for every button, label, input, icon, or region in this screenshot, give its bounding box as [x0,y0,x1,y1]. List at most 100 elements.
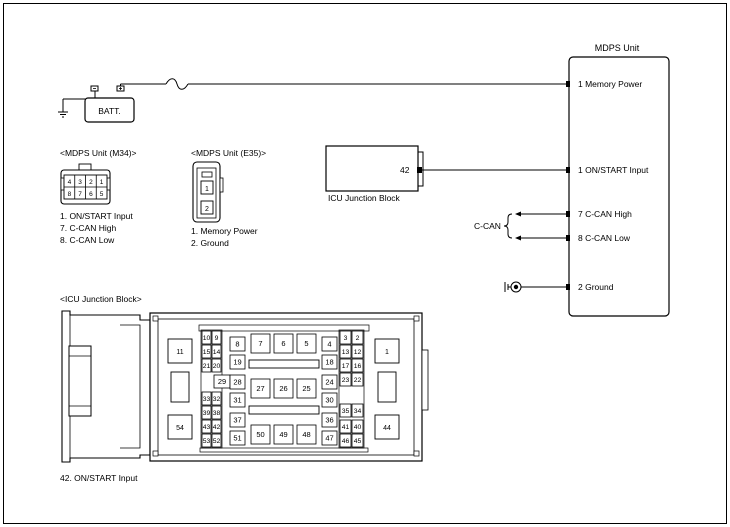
icu-pin-cavity [201,358,212,373]
icu-pin-label: 47 [325,434,333,443]
icu-pin-label: 22 [354,377,362,384]
connector-e35: <MDPS Unit (E35)> 1 2 1. Memory Power 2.… [191,148,266,248]
icu-pin-cavity [339,344,352,359]
icu-pin-label: 46 [342,438,350,445]
icu-pin-cavity [229,392,246,408]
icu-pin-label: 27 [256,384,264,393]
arrow-left-icon [515,235,521,241]
icu-pin-cavity [321,336,338,352]
ccan-brace [503,213,513,239]
mdps-pin-label: 8 C-CAN Low [578,233,631,243]
icu-pin-cavity [211,419,222,434]
icu-pin-cavity [321,354,338,370]
icu-large-pin: 44 [383,425,391,432]
e35-pin: 2 [205,206,209,213]
mdps-unit-box [568,56,670,317]
icu-pin-cavity [229,412,246,428]
icu-pin-label: 48 [302,430,310,439]
icu-pin-label: 8 [235,340,239,349]
icu-pin-cavity [211,344,222,359]
icu-pin-cavity [211,330,222,345]
icu-large-pin: 1 [385,349,389,356]
icu-pin-label: 5 [304,339,308,348]
icu-pin-label: 26 [279,384,287,393]
icu-pin-label: 2 [356,335,360,342]
icu-pin-cavity [211,433,222,448]
e35-pin: 1 [205,186,209,193]
mdps-unit-title: MDPS Unit [595,43,640,53]
icu-pin-label: 36 [325,416,333,425]
icu-pin-label: 38 [213,410,221,417]
icu-pin-label: 24 [325,378,333,387]
icu-pin-label: 34 [354,408,362,415]
icu-pin-label: 32 [213,396,221,403]
icu-pin-cavity [296,378,317,399]
icu-pin-label: 41 [342,424,350,431]
icu-pin-label: 42 [213,424,221,431]
icu-pin-cavity [201,419,212,434]
icu-pin-number: 42 [400,165,410,175]
icu-pin-cavity [229,336,246,352]
icu-pin-cavity [321,430,338,446]
icu-pin-cavity [273,333,294,354]
icu-pin-cavity [229,354,246,370]
icu-pin-cavity [201,330,212,345]
icu-pin-cavity [296,424,317,445]
mdps-pin-ground [566,284,570,290]
icu-large-pin: 11 [176,349,183,356]
icu-pin-cavity [321,392,338,408]
connector-m34-note: 1. ON/START Input [60,211,133,221]
icu-pin-cavity [351,344,364,359]
mdps-pin-label: 1 Memory Power [578,79,642,89]
fuse-icon [165,78,189,90]
icu-pin-cavity [339,372,352,387]
icu-pin-cavity [201,344,212,359]
icu-pin-label: 19 [233,358,241,367]
m34-pin: 2 [89,179,93,186]
mdps-pin-label: 1 ON/START Input [578,165,649,175]
icu-pin-cavity [273,424,294,445]
mdps-pin-on-start [566,167,570,173]
connector-e35-title: <MDPS Unit (E35)> [191,148,266,158]
icu-pin-label: 29 [218,377,226,386]
icu-junction-block-label: ICU Junction Block [328,193,401,203]
icu-pin-label: 37 [233,416,241,425]
icu-pin-label: 53 [203,438,211,445]
connector-m34-note: 8. C-CAN Low [60,235,115,245]
icu-pin-cavity [296,333,317,354]
battery-label: BATT. [98,106,121,116]
icu-pin-cavity [351,358,364,373]
icu-connector-note: 42. ON/START Input [60,473,138,483]
icu-pin-cavity [351,403,364,418]
icu-pin-cavity [229,374,246,390]
icu-pin-cavity [201,391,212,406]
icu-pin-cavity [211,405,222,420]
m34-pin: 4 [68,179,72,186]
icu-pin-cavity [351,372,364,387]
ccan-label: C-CAN [474,221,501,231]
connector-e35-note: 1. Memory Power [191,226,258,236]
icu-pin-cavity [321,374,338,390]
icu-pin-cavity [339,403,352,418]
icu-pin-column [338,329,365,449]
m34-pin: 1 [100,179,104,186]
ground-circuit [504,281,566,293]
icu-pin-label: 40 [354,424,362,431]
icu-pin-label: 14 [213,349,221,356]
icu-pin-42 [417,167,422,173]
icu-pin-label: 30 [325,396,333,405]
connector-m34-title: <MDPS Unit (M34)> [60,148,137,158]
icu-pin-cavity [339,433,352,448]
icu-pin-cavity [321,412,338,428]
icu-pin-cavity [273,378,294,399]
mdps-pin-label: 2 Ground [578,282,614,292]
battery-icon [84,97,135,123]
connector-m34: <MDPS Unit (M34)> 4 3 2 1 8 7 6 5 1. ON/… [60,148,137,245]
icu-pin-label: 31 [233,396,241,405]
icu-pin-cavity [229,430,246,446]
mdps-pin-ccan-high [566,211,570,217]
connector-m34-note: 7. C-CAN High [60,223,116,233]
m34-pin: 3 [78,179,82,186]
m34-pin: 8 [68,191,72,198]
